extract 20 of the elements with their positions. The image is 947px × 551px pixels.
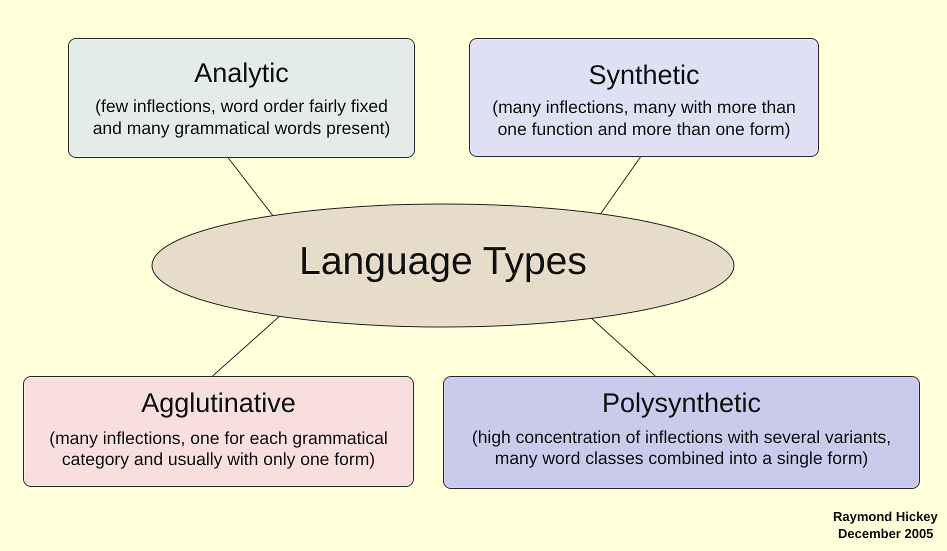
- category-box: [469, 38, 819, 157]
- category-box: [23, 376, 414, 487]
- central-ellipse: [151, 203, 735, 328]
- author-name: Raymond Hickey: [833, 509, 938, 525]
- category-box: [443, 376, 920, 489]
- box-description: (high concentration of inflections with several variants, many word classes combined into a single form): [470, 427, 892, 469]
- connector-line: [212, 316, 280, 376]
- connector-line: [600, 156, 641, 214]
- box-title: Polysynthetic: [602, 388, 762, 418]
- date-text: December 2005: [838, 526, 934, 542]
- box-title: Agglutinative: [141, 388, 296, 418]
- connector-line: [228, 158, 274, 216]
- box-title: Analytic: [194, 58, 289, 88]
- category-box: [68, 38, 415, 158]
- box-description: (many inflections, one for each grammatical category and usually with only one form): [48, 428, 389, 470]
- box-title: Synthetic: [588, 60, 700, 90]
- center-title: Language Types: [299, 240, 587, 284]
- connector-line: [591, 318, 656, 376]
- box-description: (few inflections, word order fairly fixed and many grammatical words present): [92, 95, 392, 139]
- box-description: (many inflections, many with more than one function and more than one form): [491, 96, 797, 140]
